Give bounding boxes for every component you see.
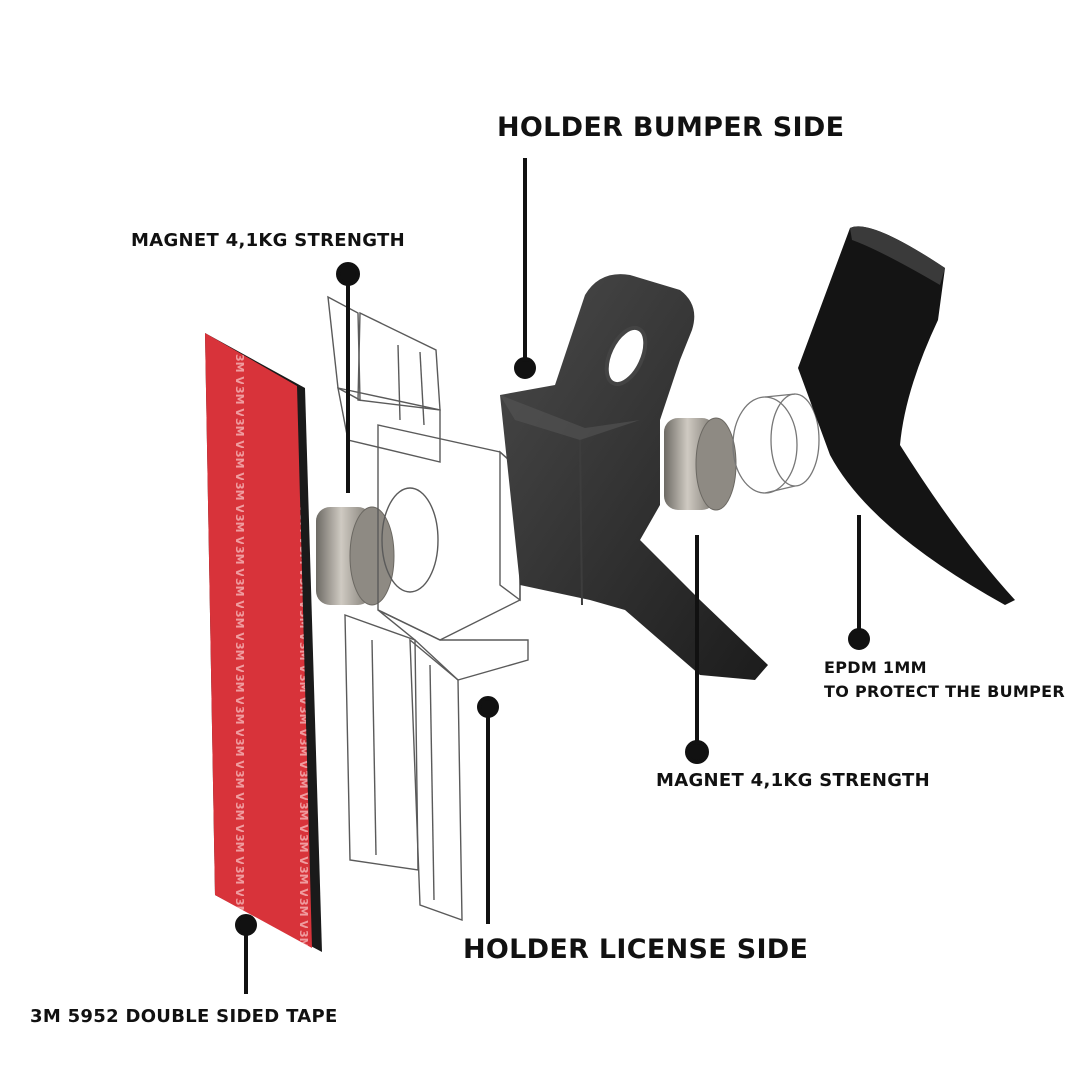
tape-print xyxy=(205,333,312,948)
epdm-pad-top-edge xyxy=(850,226,945,285)
callout-epdm-line2: TO PROTECT THE BUMPER xyxy=(824,682,1065,701)
callout-holder-bumper-side: HOLDER BUMPER SIDE xyxy=(497,112,845,143)
holder-bumper-slot xyxy=(604,325,648,387)
holder-bumper-side xyxy=(500,274,768,680)
magnet-left xyxy=(316,506,395,606)
holder-license-box xyxy=(377,424,521,641)
holder-license-upper-plate xyxy=(327,295,361,402)
socket-edge-top xyxy=(764,393,796,398)
leader-license-dot xyxy=(477,696,499,718)
holder-bumper-top-face xyxy=(500,395,640,440)
holder-license-right-leg xyxy=(409,638,463,921)
callout-holder-license-side: HOLDER LICENSE SIDE xyxy=(463,934,809,965)
leader-tape-dot xyxy=(235,914,257,936)
holder-license-edge-3 xyxy=(371,639,377,856)
holder-license-edge-1 xyxy=(397,344,401,421)
callout-epdm: EPDM 1MM TO PROTECT THE BUMPER xyxy=(824,656,1065,704)
holder-bumper-edge xyxy=(579,439,583,606)
leader-magnet-bottom-dot xyxy=(685,740,709,764)
magnet-right-face xyxy=(695,417,737,511)
holder-license-magnet-socket xyxy=(381,487,439,593)
double-sided-tape xyxy=(205,333,322,952)
callout-tape: 3M 5952 DOUBLE SIDED TAPE xyxy=(30,1006,338,1027)
leader-bumper-dot xyxy=(514,357,536,379)
socket-ring-back xyxy=(770,393,820,487)
holder-license-shoulder xyxy=(337,387,441,463)
holder-license-edge-4 xyxy=(429,664,435,901)
holder-license-top-block xyxy=(357,311,441,411)
leader-epdm-dot xyxy=(848,628,870,650)
holder-license-side xyxy=(327,295,529,921)
callout-magnet-bottom: MAGNET 4,1KG STRENGTH xyxy=(656,770,930,791)
socket-edge-bottom xyxy=(764,485,796,494)
magnet-socket-wireframe xyxy=(732,393,820,494)
holder-license-left-leg xyxy=(344,613,419,871)
epdm-pad-shape xyxy=(798,226,1015,606)
callout-epdm-line1: EPDM 1MM xyxy=(824,658,927,677)
holder-license-edge-2 xyxy=(419,351,425,426)
magnet-left-face xyxy=(349,506,395,606)
epdm-pad xyxy=(798,226,1015,606)
holder-license-step xyxy=(377,609,529,681)
leader-lines xyxy=(235,158,870,994)
holder-bumper-body xyxy=(500,274,768,680)
callout-magnet-top: MAGNET 4,1KG STRENGTH xyxy=(131,230,405,251)
magnet-right xyxy=(664,417,737,511)
leader-magnet-top-dot xyxy=(336,262,360,286)
socket-ring-front xyxy=(732,396,798,494)
